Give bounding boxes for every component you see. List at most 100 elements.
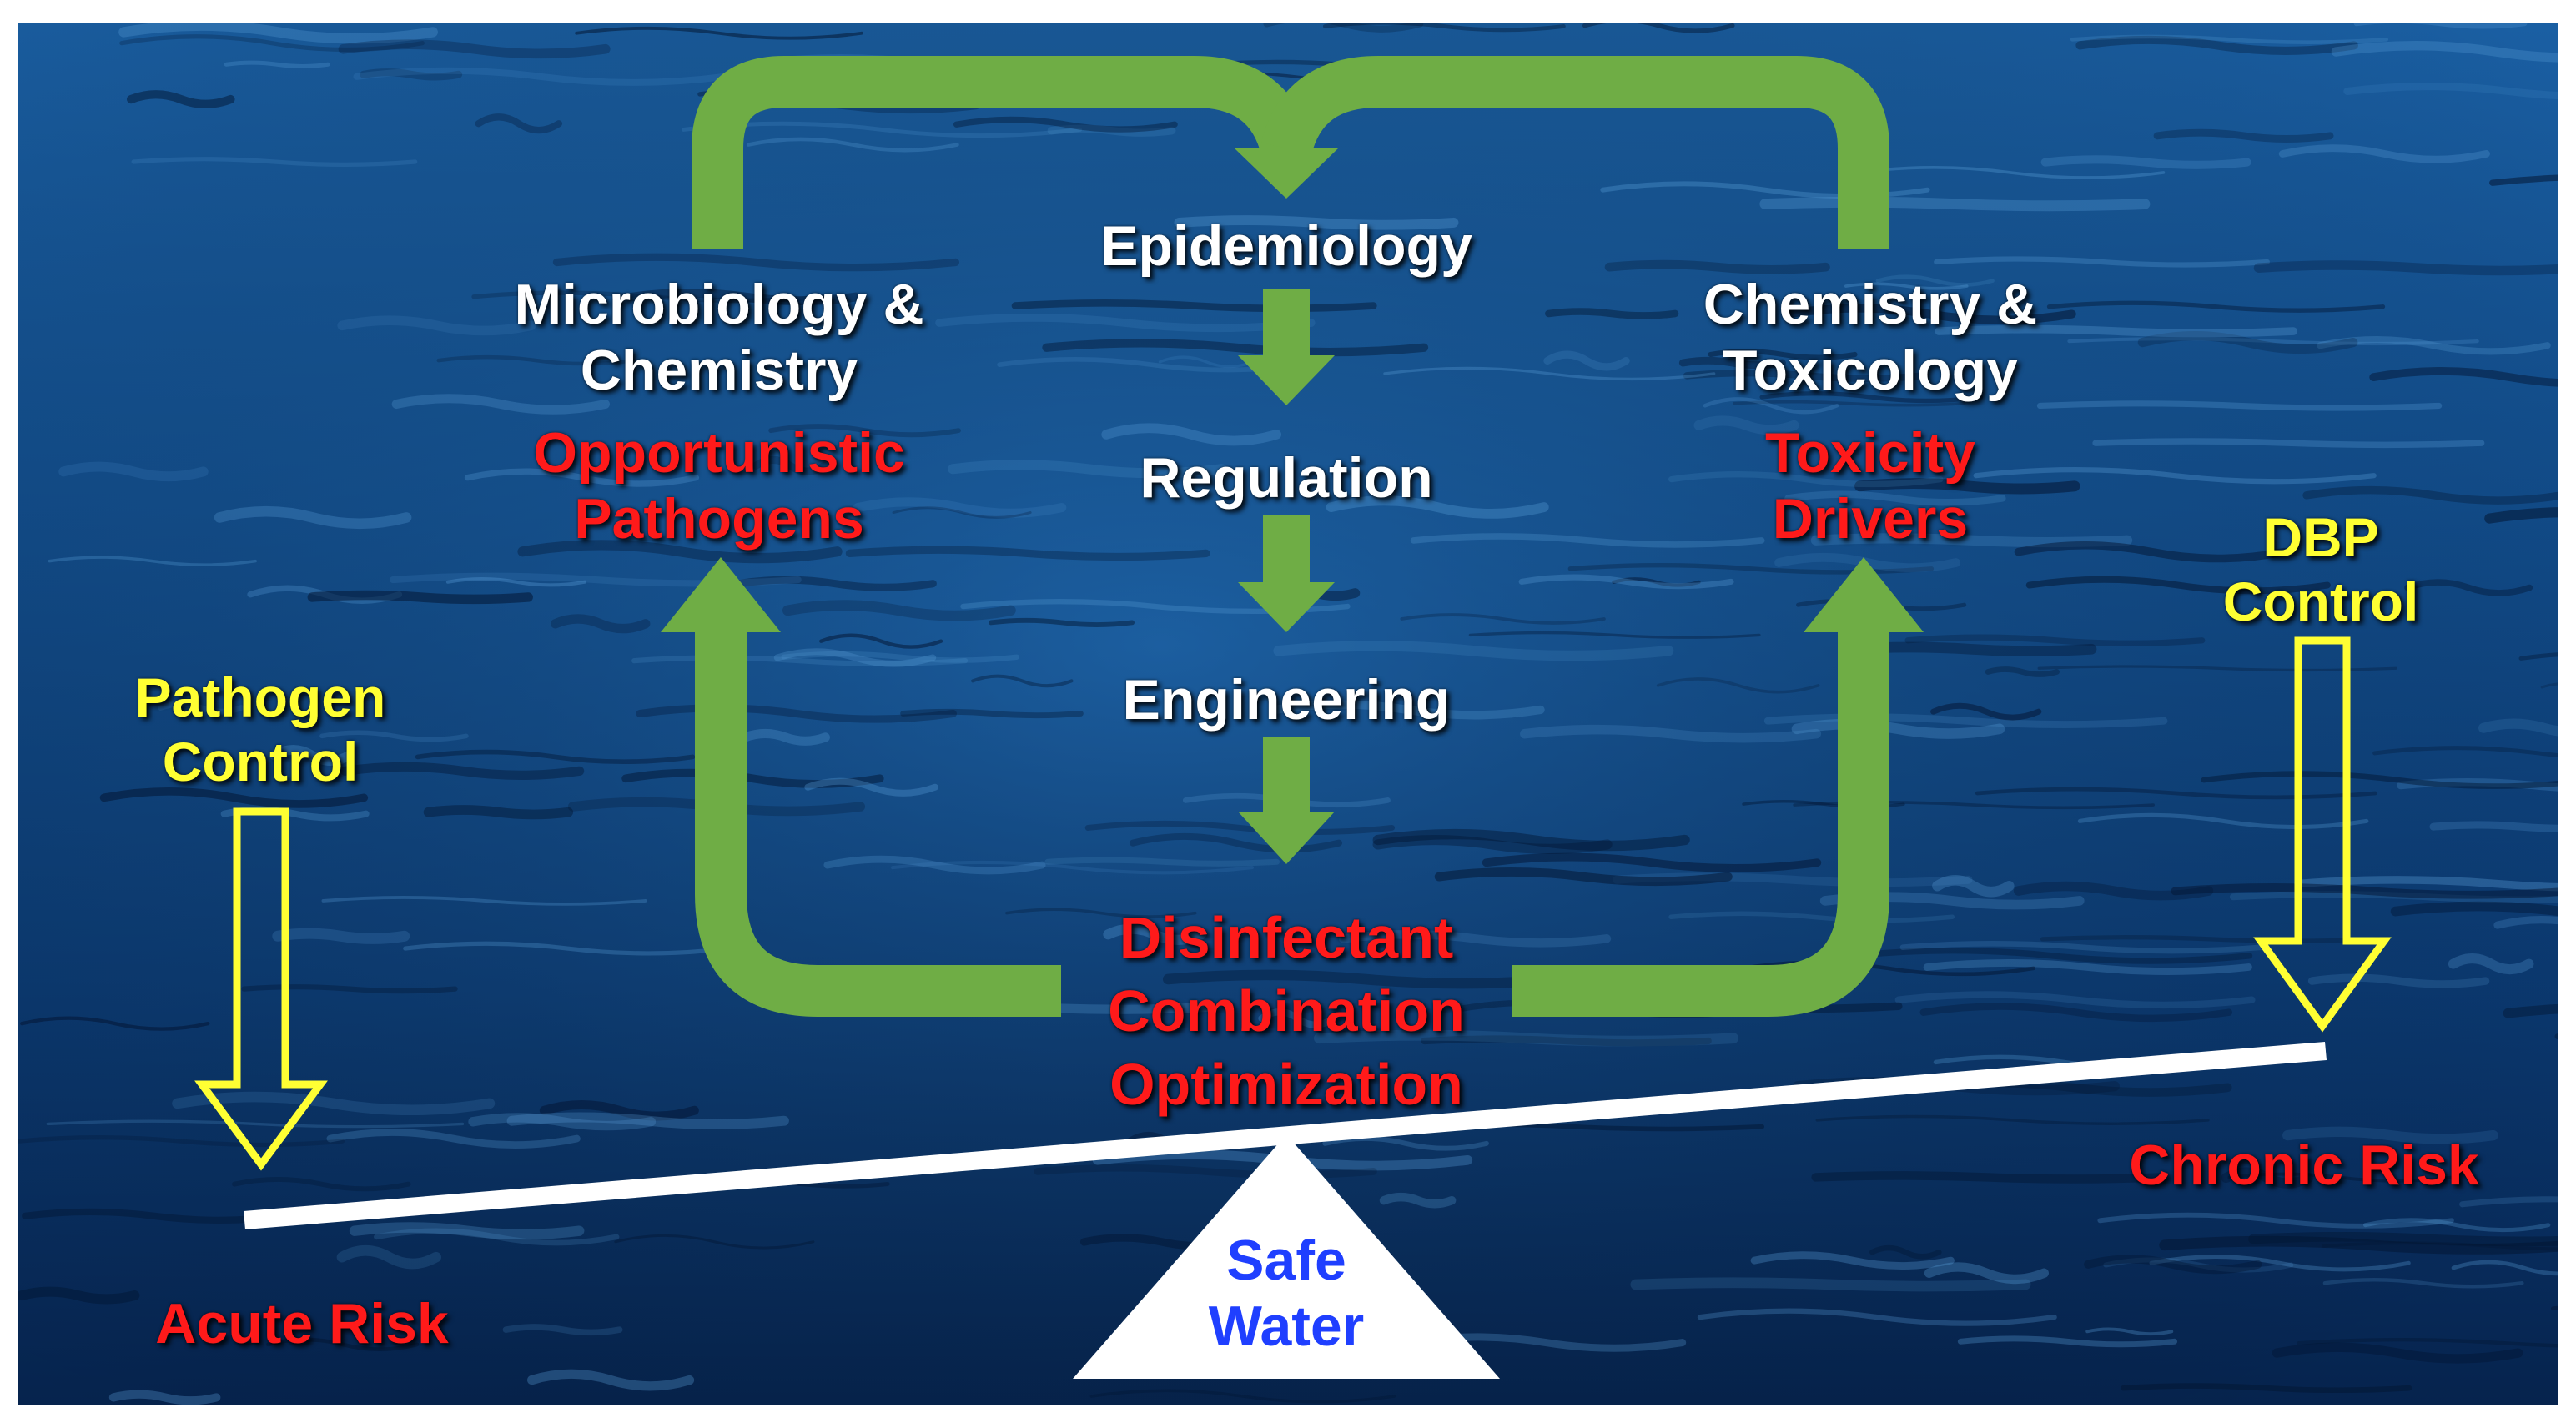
wave-stroke — [1042, 339, 1429, 357]
wave-stroke — [2171, 883, 2558, 899]
right-focus-line2: Drivers — [1772, 486, 1969, 551]
wave-stroke — [1543, 350, 1630, 371]
wave-stroke — [241, 984, 458, 994]
wave-stroke — [1678, 356, 1786, 370]
wave-stroke — [374, 1228, 620, 1246]
wave-stroke — [1372, 828, 1690, 852]
wave-stroke — [1973, 467, 2377, 485]
wave-stroke — [2149, 1255, 2411, 1272]
fulcrum-triangle — [1073, 1134, 1500, 1379]
wave-stroke — [2489, 174, 2558, 186]
right-discipline-line1: Chemistry & — [1703, 273, 2038, 336]
wave-stroke — [1270, 700, 1545, 720]
wave-stroke — [1850, 947, 2253, 964]
wave-stroke — [2103, 1257, 2294, 1273]
wave-stroke — [22, 1208, 287, 1224]
wave-stroke — [752, 455, 828, 475]
wave-stroke — [575, 26, 863, 40]
wave-stroke — [2037, 665, 2397, 672]
diagram-graphics — [194, 56, 2392, 1379]
pathogen-control-line2: Control — [162, 730, 359, 792]
wave-stroke — [1129, 832, 1342, 853]
wave-stroke — [1957, 1335, 2178, 1348]
wave-stroke — [1894, 991, 2256, 1009]
wave-stroke — [2429, 821, 2558, 832]
wave-stroke — [232, 1177, 411, 1192]
wave-stroke — [48, 556, 257, 566]
wave-stroke — [2159, 1235, 2558, 1255]
wave-stroke — [2153, 128, 2334, 143]
wave-stroke — [2397, 777, 2558, 792]
wave-stroke — [2036, 400, 2443, 411]
wave-stroke — [1044, 857, 1280, 867]
wave-stroke — [1733, 400, 1966, 407]
wave-stroke — [119, 34, 425, 53]
wave-stroke — [502, 1324, 623, 1336]
wave-stroke — [1468, 631, 1761, 639]
wave-stroke — [1740, 960, 2036, 977]
wave-stroke — [423, 805, 574, 820]
wave-stroke — [2253, 260, 2558, 276]
wave-stroke — [1759, 391, 1984, 404]
wave-stroke — [224, 60, 330, 68]
arrowhead-to-regulation — [1238, 355, 1335, 405]
wave-stroke — [2363, 1218, 2551, 1233]
wave-stroke — [1656, 677, 1820, 694]
right-focus-label: Toxicity Drivers — [1653, 420, 2087, 552]
dbp-control-line2: Control — [2222, 570, 2419, 632]
wave-stroke — [2294, 876, 2558, 892]
wave-stroke — [360, 68, 463, 81]
wave-stroke — [2353, 23, 2528, 29]
wave-stroke — [740, 728, 830, 746]
wave-stroke — [1668, 911, 1955, 923]
wave-stroke — [628, 289, 861, 306]
arrowhead-to-optimization — [1238, 812, 1335, 864]
left-focus-line1: Opportunistic — [533, 421, 905, 485]
wave-stroke — [1924, 1262, 2049, 1285]
wave-stroke — [1784, 490, 2006, 506]
wave-stroke — [1923, 958, 2252, 976]
wave-stroke — [1101, 423, 1282, 446]
wave-stroke — [2077, 812, 2369, 830]
wave-stroke — [20, 1016, 210, 1031]
wave-stroke — [2067, 337, 2479, 346]
wave-stroke — [989, 617, 1135, 627]
wave-stroke — [266, 1337, 420, 1352]
wave-stroke — [1975, 787, 2377, 800]
wave-stroke — [2075, 35, 2358, 55]
wave-stroke — [1103, 923, 1207, 945]
wave-stroke — [214, 505, 412, 530]
wave-stroke — [1683, 369, 1929, 382]
wave-stroke — [1935, 324, 2298, 338]
wave-stroke — [1174, 215, 1459, 230]
wave-stroke — [621, 768, 884, 788]
wave-stroke — [272, 928, 410, 944]
left-discipline-label: Microbiology & Chemistry — [486, 272, 953, 404]
wave-stroke — [892, 506, 1032, 519]
wave-stroke — [475, 113, 563, 134]
wave-stroke — [158, 701, 244, 715]
arrow-shaft-epidemiology-regulation — [1263, 289, 1310, 357]
wave-stroke — [1520, 724, 1822, 743]
wave-stroke — [953, 116, 1178, 133]
wave-stroke — [1869, 1244, 1942, 1260]
wave-stroke — [517, 540, 843, 564]
outcome-line3: Optimization — [1109, 1052, 1463, 1118]
flow-step-engineering: Engineering — [1122, 668, 1451, 732]
wave-stroke — [781, 651, 1019, 663]
wave-stroke — [768, 424, 961, 438]
wave-stroke — [172, 1091, 496, 1116]
wave-stroke — [1604, 259, 1830, 274]
wave-stroke — [58, 461, 209, 482]
wave-stroke — [1693, 415, 1799, 435]
wave-stroke — [1612, 577, 1701, 587]
pathogen-control-line1: Pathogen — [134, 666, 386, 728]
wave-stroke — [2248, 1231, 2558, 1247]
wave-stroke — [1791, 718, 2005, 739]
wave-stroke — [1567, 563, 1935, 575]
wave-stroke — [1047, 124, 1176, 137]
dbp-control-label: DBP Control — [2154, 505, 2488, 633]
wave-texture — [18, 23, 2558, 1405]
wave-stroke — [1400, 613, 1606, 625]
wave-stroke — [2025, 576, 2331, 595]
